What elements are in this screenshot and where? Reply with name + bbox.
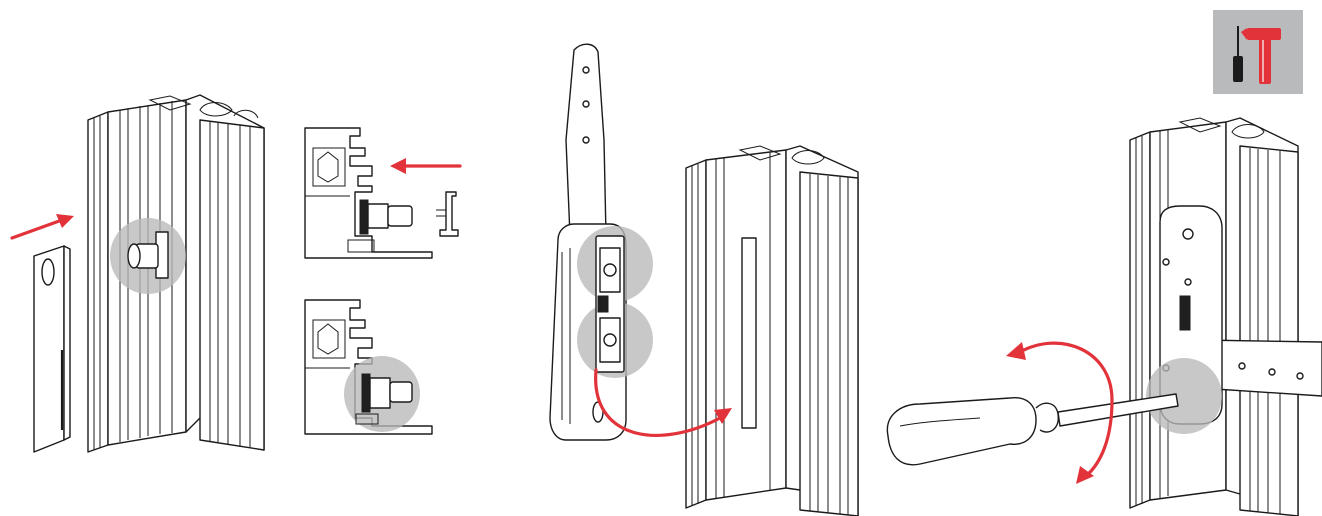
handle-base-plate [595, 235, 625, 373]
screw-highlight-circle [1146, 358, 1222, 434]
screwdriver-icon [1233, 26, 1243, 82]
cross-section-before [304, 127, 462, 259]
section-arrow [390, 158, 462, 174]
connector-bolt [127, 231, 169, 279]
vertical-profile-2 [685, 145, 859, 516]
cross-section-after [304, 299, 433, 435]
bolt-section-upper [359, 199, 413, 235]
loose-plate-section [436, 191, 459, 237]
mounting-slot [741, 237, 757, 429]
step-mount-handle [549, 43, 859, 516]
mount-arrow [594, 368, 732, 437]
step-connector-cross-sections [304, 127, 462, 435]
rotate-arrow [1006, 341, 1114, 484]
vertical-profile [87, 94, 265, 453]
bolt-section-lower [355, 373, 413, 425]
hammer-icon [1241, 28, 1281, 84]
step-insert-connector [10, 94, 265, 453]
step-tighten-screw [886, 117, 1322, 516]
screwdriver-and-hammer-icon [1213, 10, 1303, 94]
screwdriver [886, 393, 1179, 466]
connector-plate [33, 245, 71, 453]
insert-arrow [10, 214, 74, 240]
